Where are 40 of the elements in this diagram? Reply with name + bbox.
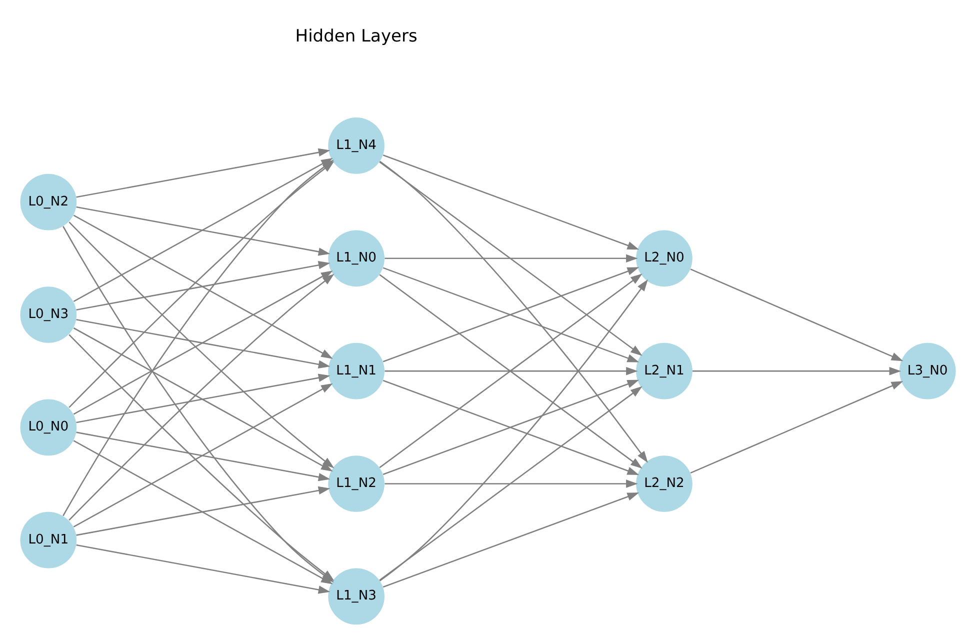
arrow — [384, 254, 638, 263]
arrow — [76, 206, 330, 256]
arrow — [382, 492, 639, 588]
arrow — [382, 154, 639, 250]
node-circle: L0_N3 — [20, 286, 76, 343]
arrow — [76, 374, 330, 424]
node-circle: L1_N2 — [328, 456, 384, 512]
arrow — [382, 380, 639, 475]
arrow — [378, 161, 642, 356]
arrow — [76, 319, 330, 368]
node-circle: L3_N0 — [898, 342, 956, 400]
arrow — [76, 432, 330, 482]
arrow — [384, 480, 638, 488]
arrow — [72, 327, 332, 472]
node-circle: L0_N0 — [20, 399, 76, 456]
arrow — [690, 381, 903, 474]
node-circle: L1_N0 — [328, 230, 384, 287]
arrow — [68, 334, 334, 581]
node-circle: L1_N3 — [328, 568, 384, 625]
node-circle: L1_N1 — [328, 342, 384, 400]
node-circle: L1_N4 — [328, 118, 384, 174]
arrow — [384, 366, 638, 376]
node-circle: L2_N1 — [636, 342, 692, 400]
node-circle: L0_N1 — [20, 512, 76, 568]
arrow — [76, 486, 330, 536]
arrow — [68, 274, 334, 521]
arrow — [382, 267, 639, 362]
arrow — [378, 160, 648, 463]
arrow — [76, 148, 330, 198]
arrow — [76, 544, 330, 594]
label: Hidden Layers — [294, 26, 417, 46]
node-circle: L2_N0 — [636, 230, 692, 287]
arrow — [692, 366, 901, 376]
node-circle: L2_N2 — [636, 456, 692, 512]
arrow — [72, 383, 332, 528]
arrow — [378, 386, 642, 581]
arrow — [378, 279, 648, 582]
node-circle: L0_N2 — [20, 174, 76, 230]
arrow — [690, 268, 903, 362]
arrow — [76, 261, 330, 310]
